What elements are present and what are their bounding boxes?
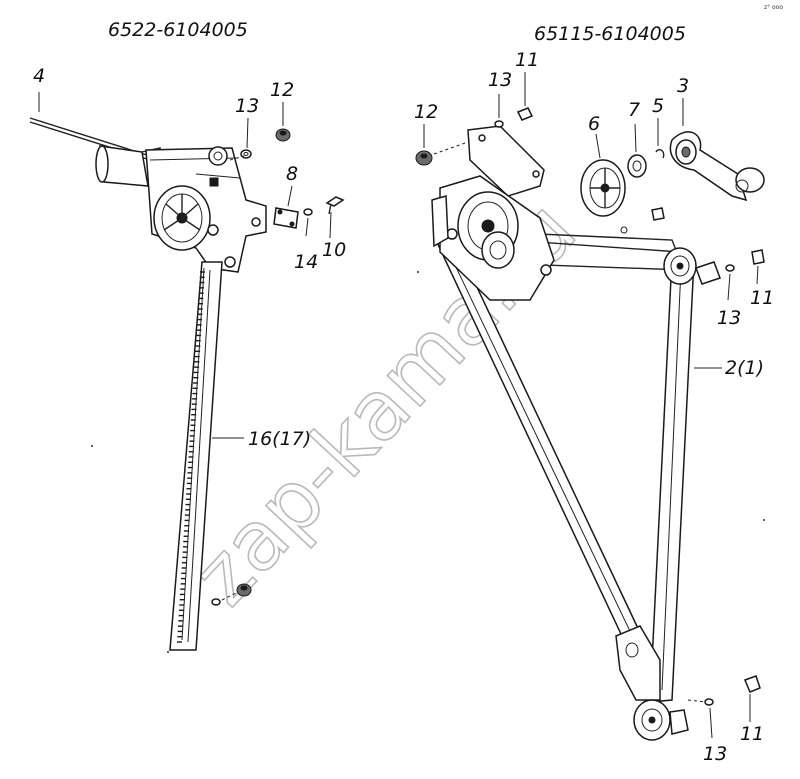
label-2-1: 2(1) [725, 357, 764, 379]
right-washer-13-bottom [704, 698, 714, 706]
stray-marks [91, 271, 765, 653]
crank-handle-3 [669, 131, 765, 202]
label-12-right: 12 [414, 101, 438, 123]
screw-10 [325, 196, 345, 215]
right-screw-11-top [516, 107, 534, 121]
left-drive-wheel [153, 185, 219, 251]
label-12-left: 12 [270, 79, 294, 101]
drum-6 [580, 159, 626, 217]
rack-teeth [177, 271, 205, 643]
label-7: 7 [628, 99, 640, 121]
right-nut-12 [415, 150, 433, 166]
label-8: 8 [286, 163, 298, 185]
washer-7 [627, 154, 647, 178]
washer-14 [303, 208, 313, 216]
left-bottom-fasteners [211, 583, 252, 606]
label-4: 4 [33, 65, 45, 87]
right-washer-13-top [494, 120, 504, 128]
label-13-left: 13 [235, 95, 259, 117]
upper-pulley [663, 247, 721, 285]
label-5: 5 [652, 95, 664, 117]
lower-guide [615, 625, 661, 701]
leader-lines [38, 72, 759, 739]
right-washer-13-mid [725, 264, 735, 272]
right-assembly-code: 65115-6104005 [534, 23, 686, 45]
left-regulator-assembly [29, 117, 345, 651]
label-14: 14 [294, 251, 318, 273]
right-screw-11-mid [751, 249, 765, 265]
right-regulator-assembly [415, 107, 765, 741]
label-13-bottom: 13 [703, 743, 727, 765]
label-13-mid: 13 [717, 307, 741, 329]
label-13-right-top: 13 [488, 69, 512, 91]
small-screw-mid [620, 207, 665, 234]
lower-pulley [633, 699, 689, 741]
label-11-bottom: 11 [740, 723, 764, 745]
plate-8 [273, 207, 299, 229]
clip-5 [655, 149, 665, 159]
right-drive-mechanism [431, 191, 552, 276]
label-16-17: 16(17) [248, 428, 311, 450]
corner-mark: z° ooo [764, 4, 783, 11]
part-labels: 4 13 12 8 14 10 16(17) 12 13 11 6 7 5 3 … [33, 49, 774, 765]
label-6: 6 [588, 113, 600, 135]
label-10: 10 [322, 239, 346, 261]
right-screw-11-bottom [744, 675, 761, 693]
left-assembly-code: 6522-6104005 [108, 19, 248, 41]
label-3: 3 [677, 75, 689, 97]
left-nut-12 [275, 128, 291, 142]
label-11-top: 11 [515, 49, 539, 71]
label-11-mid: 11 [750, 287, 774, 309]
triangular-frame [432, 229, 695, 703]
